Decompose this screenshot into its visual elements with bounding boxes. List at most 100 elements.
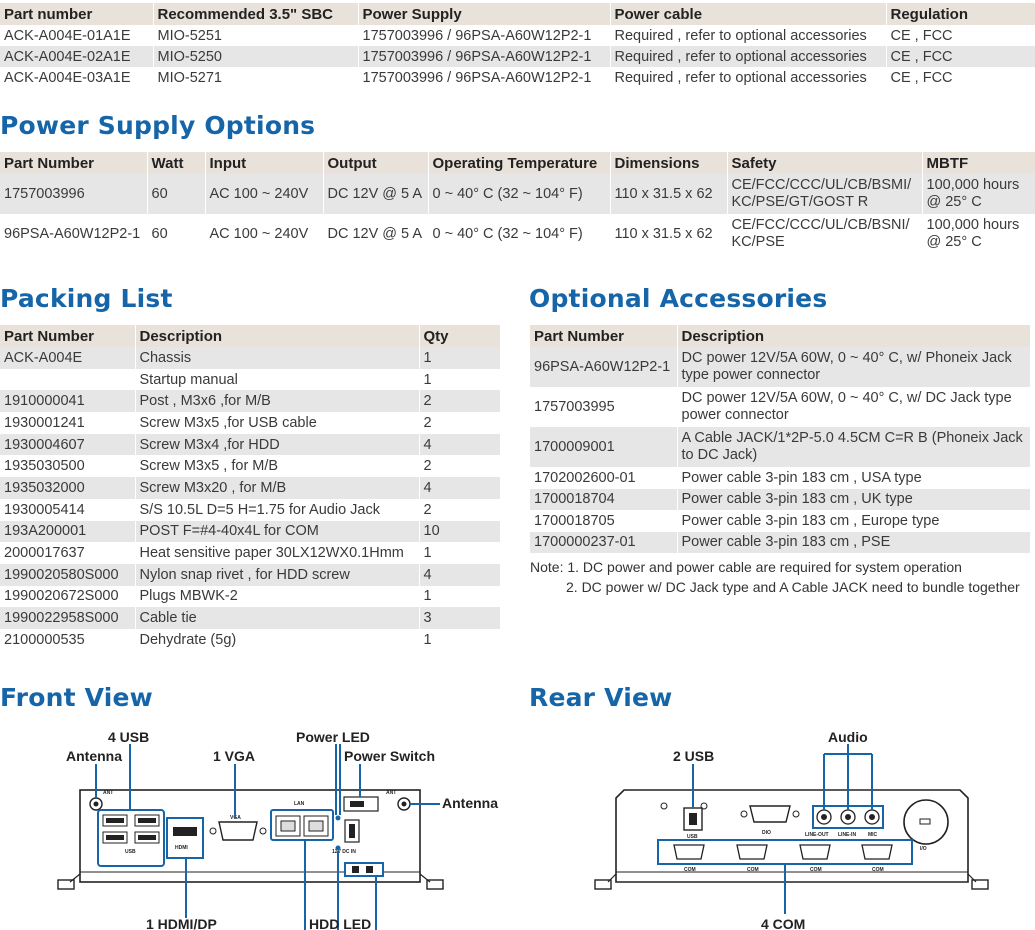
table-cell: 0 ~ 40° C (32 ~ 104° F)	[427, 174, 610, 214]
table-header-row: Part Number Watt Input Output Operating …	[0, 152, 1035, 174]
table-cell: 1700009001	[530, 427, 677, 467]
header-cell: Description	[134, 325, 419, 347]
table-cell: 1700018704	[530, 488, 677, 510]
table-cell: Chassis	[134, 347, 419, 369]
header-cell: Qty	[418, 325, 500, 347]
table-cell: Startup manual	[134, 368, 419, 391]
table-cell: Required , refer to optional accessories	[609, 46, 886, 67]
table-cell: 193A200001	[0, 520, 135, 543]
table-row: 1757003996 60 AC 100 ~ 240V DC 12V @ 5 A…	[0, 174, 1035, 214]
power-led	[335, 815, 341, 821]
table-cell: AC 100 ~ 240V	[204, 214, 323, 254]
table-cell: A Cable JACK/1*2P-5.0 4.5CM C=R B (Phone…	[676, 427, 1030, 467]
header-cell: Power Supply	[357, 3, 610, 25]
header-cell: Safety	[726, 152, 922, 174]
label-audio: Audio	[828, 729, 868, 745]
table-cell: 1702002600-01	[530, 467, 677, 489]
hdd-led	[335, 845, 341, 851]
table-cell	[0, 368, 135, 391]
table-cell: Required , refer to optional accessories	[609, 25, 886, 46]
com-silk-1: COM	[684, 867, 696, 873]
optional-accessories-title: Optional Accessories	[529, 284, 828, 313]
table-cell: AC 100 ~ 240V	[204, 174, 323, 214]
table-cell: 100,000 hours @ 25° C	[921, 174, 1035, 214]
table-header-row: Part number Recommended 3.5" SBC Power S…	[0, 3, 1035, 25]
table-cell: DC power 12V/5A 60W, 0 ~ 40° C, w/ DC Ja…	[676, 387, 1030, 427]
lineout-silk: LINE-OUT	[805, 832, 829, 838]
header-cell: Output	[322, 152, 428, 174]
table-cell: Power cable 3-pin 183 cm , PSE	[676, 531, 1030, 553]
table-cell: 1990022958S000	[0, 607, 135, 629]
table-cell: 1	[418, 368, 500, 391]
label-power-led: Power LED	[296, 729, 370, 745]
table-cell: Dehydrate (5g)	[134, 628, 419, 651]
hdmi-silk: HDMI	[175, 845, 188, 851]
table-cell: 1757003995	[530, 387, 677, 427]
header-cell: Part Number	[530, 325, 677, 347]
table-cell: 1930005414	[0, 498, 135, 521]
table-cell: DC 12V @ 5 A	[322, 174, 428, 214]
table-cell: Cable tie	[134, 607, 419, 629]
table-cell: Screw M3x5 , for M/B	[134, 455, 419, 478]
header-cell: Regulation	[885, 3, 1035, 25]
ant-silk-right: ANT	[386, 790, 396, 796]
label-hdmi-dp: 1 HDMI/DP	[146, 916, 217, 930]
table-cell: 1930001241	[0, 412, 135, 434]
table-cell: 1757003996 / 96PSA-A60W12P2-1	[357, 46, 610, 67]
power-switch	[343, 796, 379, 812]
table-row: ACK-A004E-02A1E MIO-5250 1757003996 / 96…	[0, 46, 1035, 67]
linein-silk: LINE-IN	[838, 832, 856, 838]
table-cell: 1935030500	[0, 455, 135, 478]
table-cell: 110 x 31.5 x 62	[609, 174, 727, 214]
table-cell: 100,000 hours @ 25° C	[921, 214, 1035, 254]
dc-in-port: 12V DC IN	[332, 819, 384, 877]
table-cell: Screw M3x20 , for M/B	[134, 477, 419, 499]
front-view-diagram: ANT ANT USB HDMI VGA LAN 12V DC IN	[57, 729, 498, 930]
rear-view-diagram: USB DIO LINE-OUT LINE-IN MIC I/O COM COM…	[594, 729, 989, 930]
table-cell: 96PSA-A60W12P2-1	[530, 347, 677, 387]
table-cell: DC 12V @ 5 A	[322, 214, 428, 254]
power-supply-table: Part Number Watt Input Output Operating …	[0, 152, 1035, 254]
table-cell: Heat sensitive paper 30LX12WX0.1Hmm	[134, 542, 419, 564]
table-cell: Plugs MBWK-2	[134, 585, 419, 608]
table-cell: ACK-A004E	[0, 347, 135, 369]
table-cell: 1757003996 / 96PSA-A60W12P2-1	[357, 67, 610, 88]
table-cell: 1935032000	[0, 477, 135, 499]
com-silk-3: COM	[810, 867, 822, 873]
table-cell: 1	[418, 585, 500, 608]
table-cell: S/S 10.5L D=5 H=1.75 for Audio Jack	[134, 498, 419, 521]
table-cell: MIO-5271	[152, 67, 358, 88]
table-cell: 60	[146, 174, 205, 214]
table-row: 96PSA-A60W12P2-1 60 AC 100 ~ 240V DC 12V…	[0, 214, 1035, 254]
table-cell: Post , M3x6 ,for M/B	[134, 390, 419, 413]
rear-usb-silk: USB	[687, 834, 698, 840]
table-cell: ACK-A004E-01A1E	[0, 25, 153, 46]
table-cell: 96PSA-A60W12P2-1	[0, 214, 147, 254]
mic-silk: MIC	[868, 832, 878, 838]
antenna-left-connector: ANT	[89, 790, 113, 811]
table-row: ACK-A004E-03A1E MIO-5271 1757003996 / 96…	[0, 67, 1035, 88]
table-cell: 1	[418, 542, 500, 564]
table-cell: Power cable 3-pin 183 cm , USA type	[676, 467, 1030, 489]
table-cell: 1990020580S000	[0, 563, 135, 586]
table-cell: Nylon snap rivet , for HDD screw	[134, 563, 419, 586]
header-cell: Dimensions	[609, 152, 727, 174]
rear-usb-port: USB	[683, 807, 703, 840]
lan-silk: LAN	[294, 801, 305, 807]
table-cell: 2100000535	[0, 628, 135, 651]
ant-silk-left: ANT	[103, 790, 113, 796]
table-cell: Power cable 3-pin 183 cm , Europe type	[676, 510, 1030, 532]
table-cell: 2	[418, 455, 500, 478]
table-cell: CE , FCC	[885, 67, 1035, 88]
